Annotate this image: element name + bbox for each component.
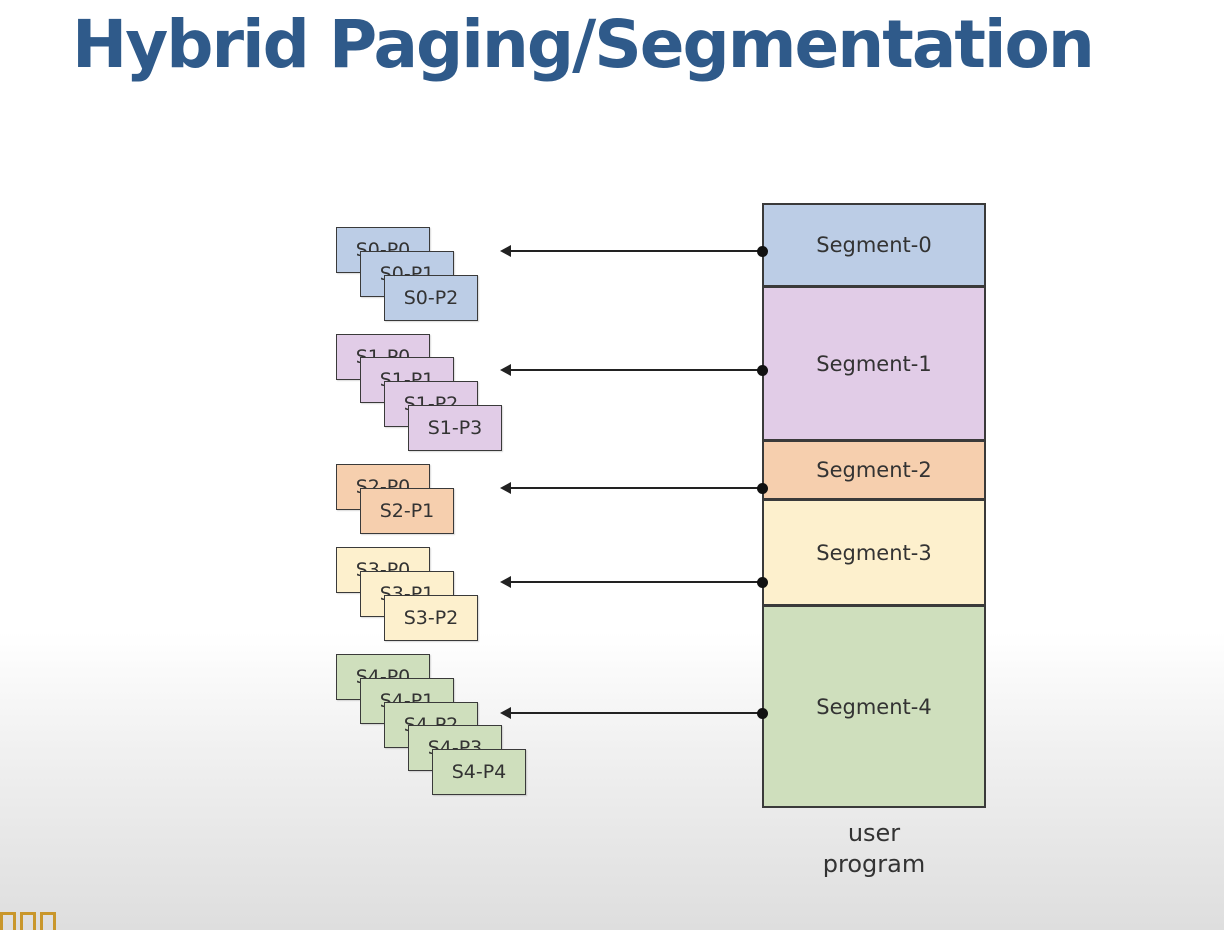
caption-line: program [822,850,926,878]
mapping-arrow [500,482,764,494]
segment-box: Segment-3 [762,500,986,606]
mapping-arrow [500,576,764,588]
corner-logo-icon [0,912,58,930]
segment-box: Segment-2 [762,441,986,500]
segment-box: Segment-0 [762,203,986,287]
segment-box: Segment-4 [762,606,986,808]
mapping-arrow [500,364,764,376]
arrow-origin-dot [757,365,768,376]
page-box: S0-P2 [384,275,478,321]
caption-line: user [847,819,901,847]
arrow-origin-dot [757,483,768,494]
slide-title: Hybrid Paging/Segmentation [72,6,1095,83]
user-program-caption: user program [762,818,986,880]
page-box: S2-P1 [360,488,454,534]
arrow-origin-dot [757,577,768,588]
page-box: S3-P2 [384,595,478,641]
mapping-arrow [500,245,764,257]
mapping-arrow [500,707,764,719]
page-box: S4-P4 [432,749,526,795]
arrow-origin-dot [757,708,768,719]
arrow-origin-dot [757,246,768,257]
segment-box: Segment-1 [762,287,986,441]
page-box: S1-P3 [408,405,502,451]
